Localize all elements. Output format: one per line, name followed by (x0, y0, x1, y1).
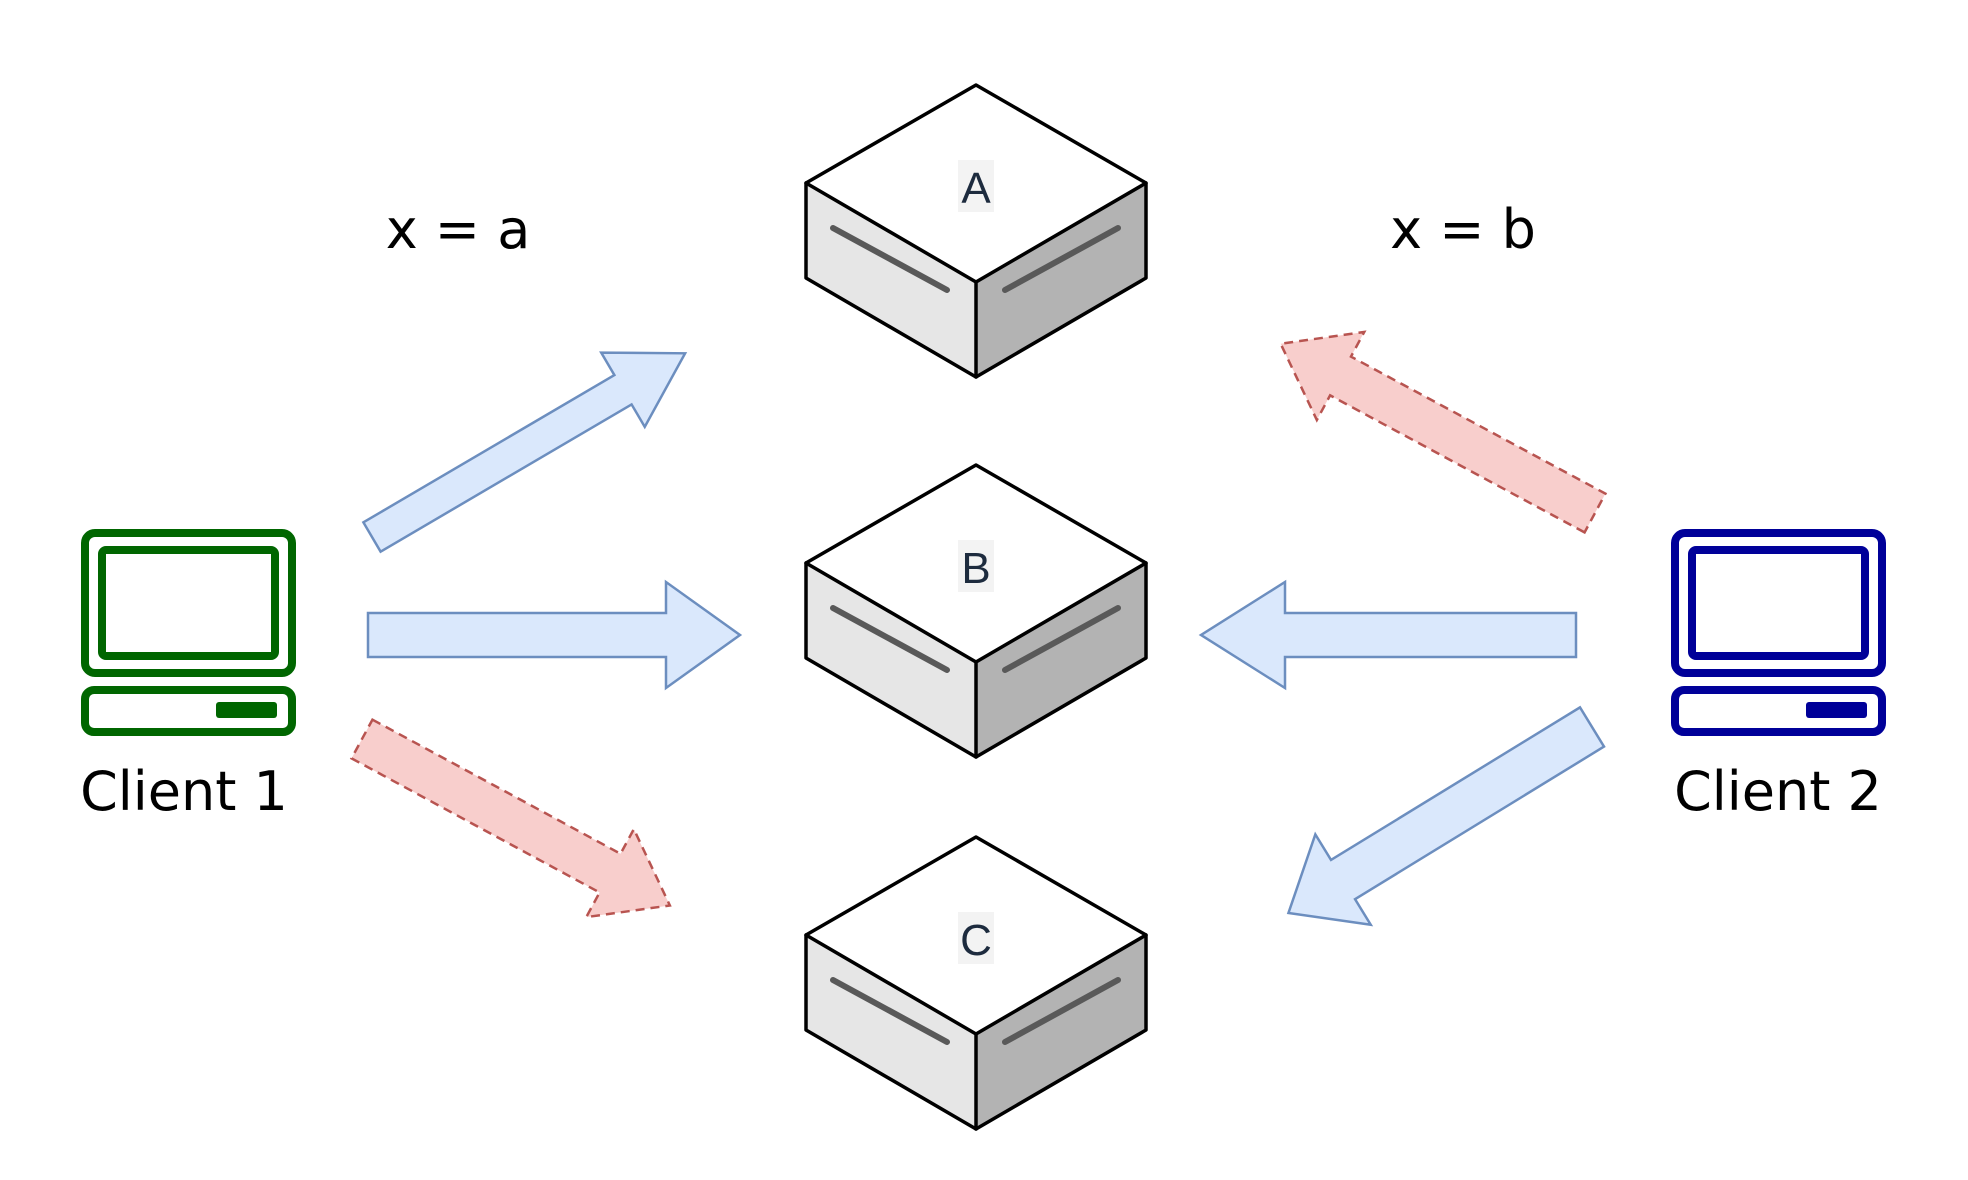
arrow-client1-to-c (349, 717, 672, 919)
client-2[interactable]: Client 2 (1671, 529, 1886, 823)
computer-icon (81, 529, 296, 736)
server-label: C (960, 916, 992, 965)
server-a[interactable]: A (804, 83, 1148, 379)
computer-icon (1671, 529, 1886, 736)
arrow-client1-to-a (361, 351, 688, 554)
client-label: Client 1 (80, 760, 288, 823)
server-c[interactable]: C (804, 835, 1148, 1131)
arrow-client2-to-b (1198, 579, 1578, 691)
arrow-client2-to-c (1286, 705, 1606, 927)
arrow-client2-to-a (1278, 330, 1608, 535)
server-icon (804, 463, 1148, 759)
server-b[interactable]: B (804, 463, 1148, 759)
assignment-label-client-2: x = b (1390, 198, 1536, 261)
client-label: Client 2 (1674, 760, 1882, 823)
arrow-client1-to-b (366, 579, 743, 691)
server-label: B (961, 544, 990, 593)
client-1[interactable]: Client 1 (80, 529, 296, 823)
server-icon (804, 835, 1148, 1131)
server-label: A (961, 164, 991, 213)
assignment-label-client-1: x = a (386, 198, 531, 261)
server-icon (804, 83, 1148, 379)
